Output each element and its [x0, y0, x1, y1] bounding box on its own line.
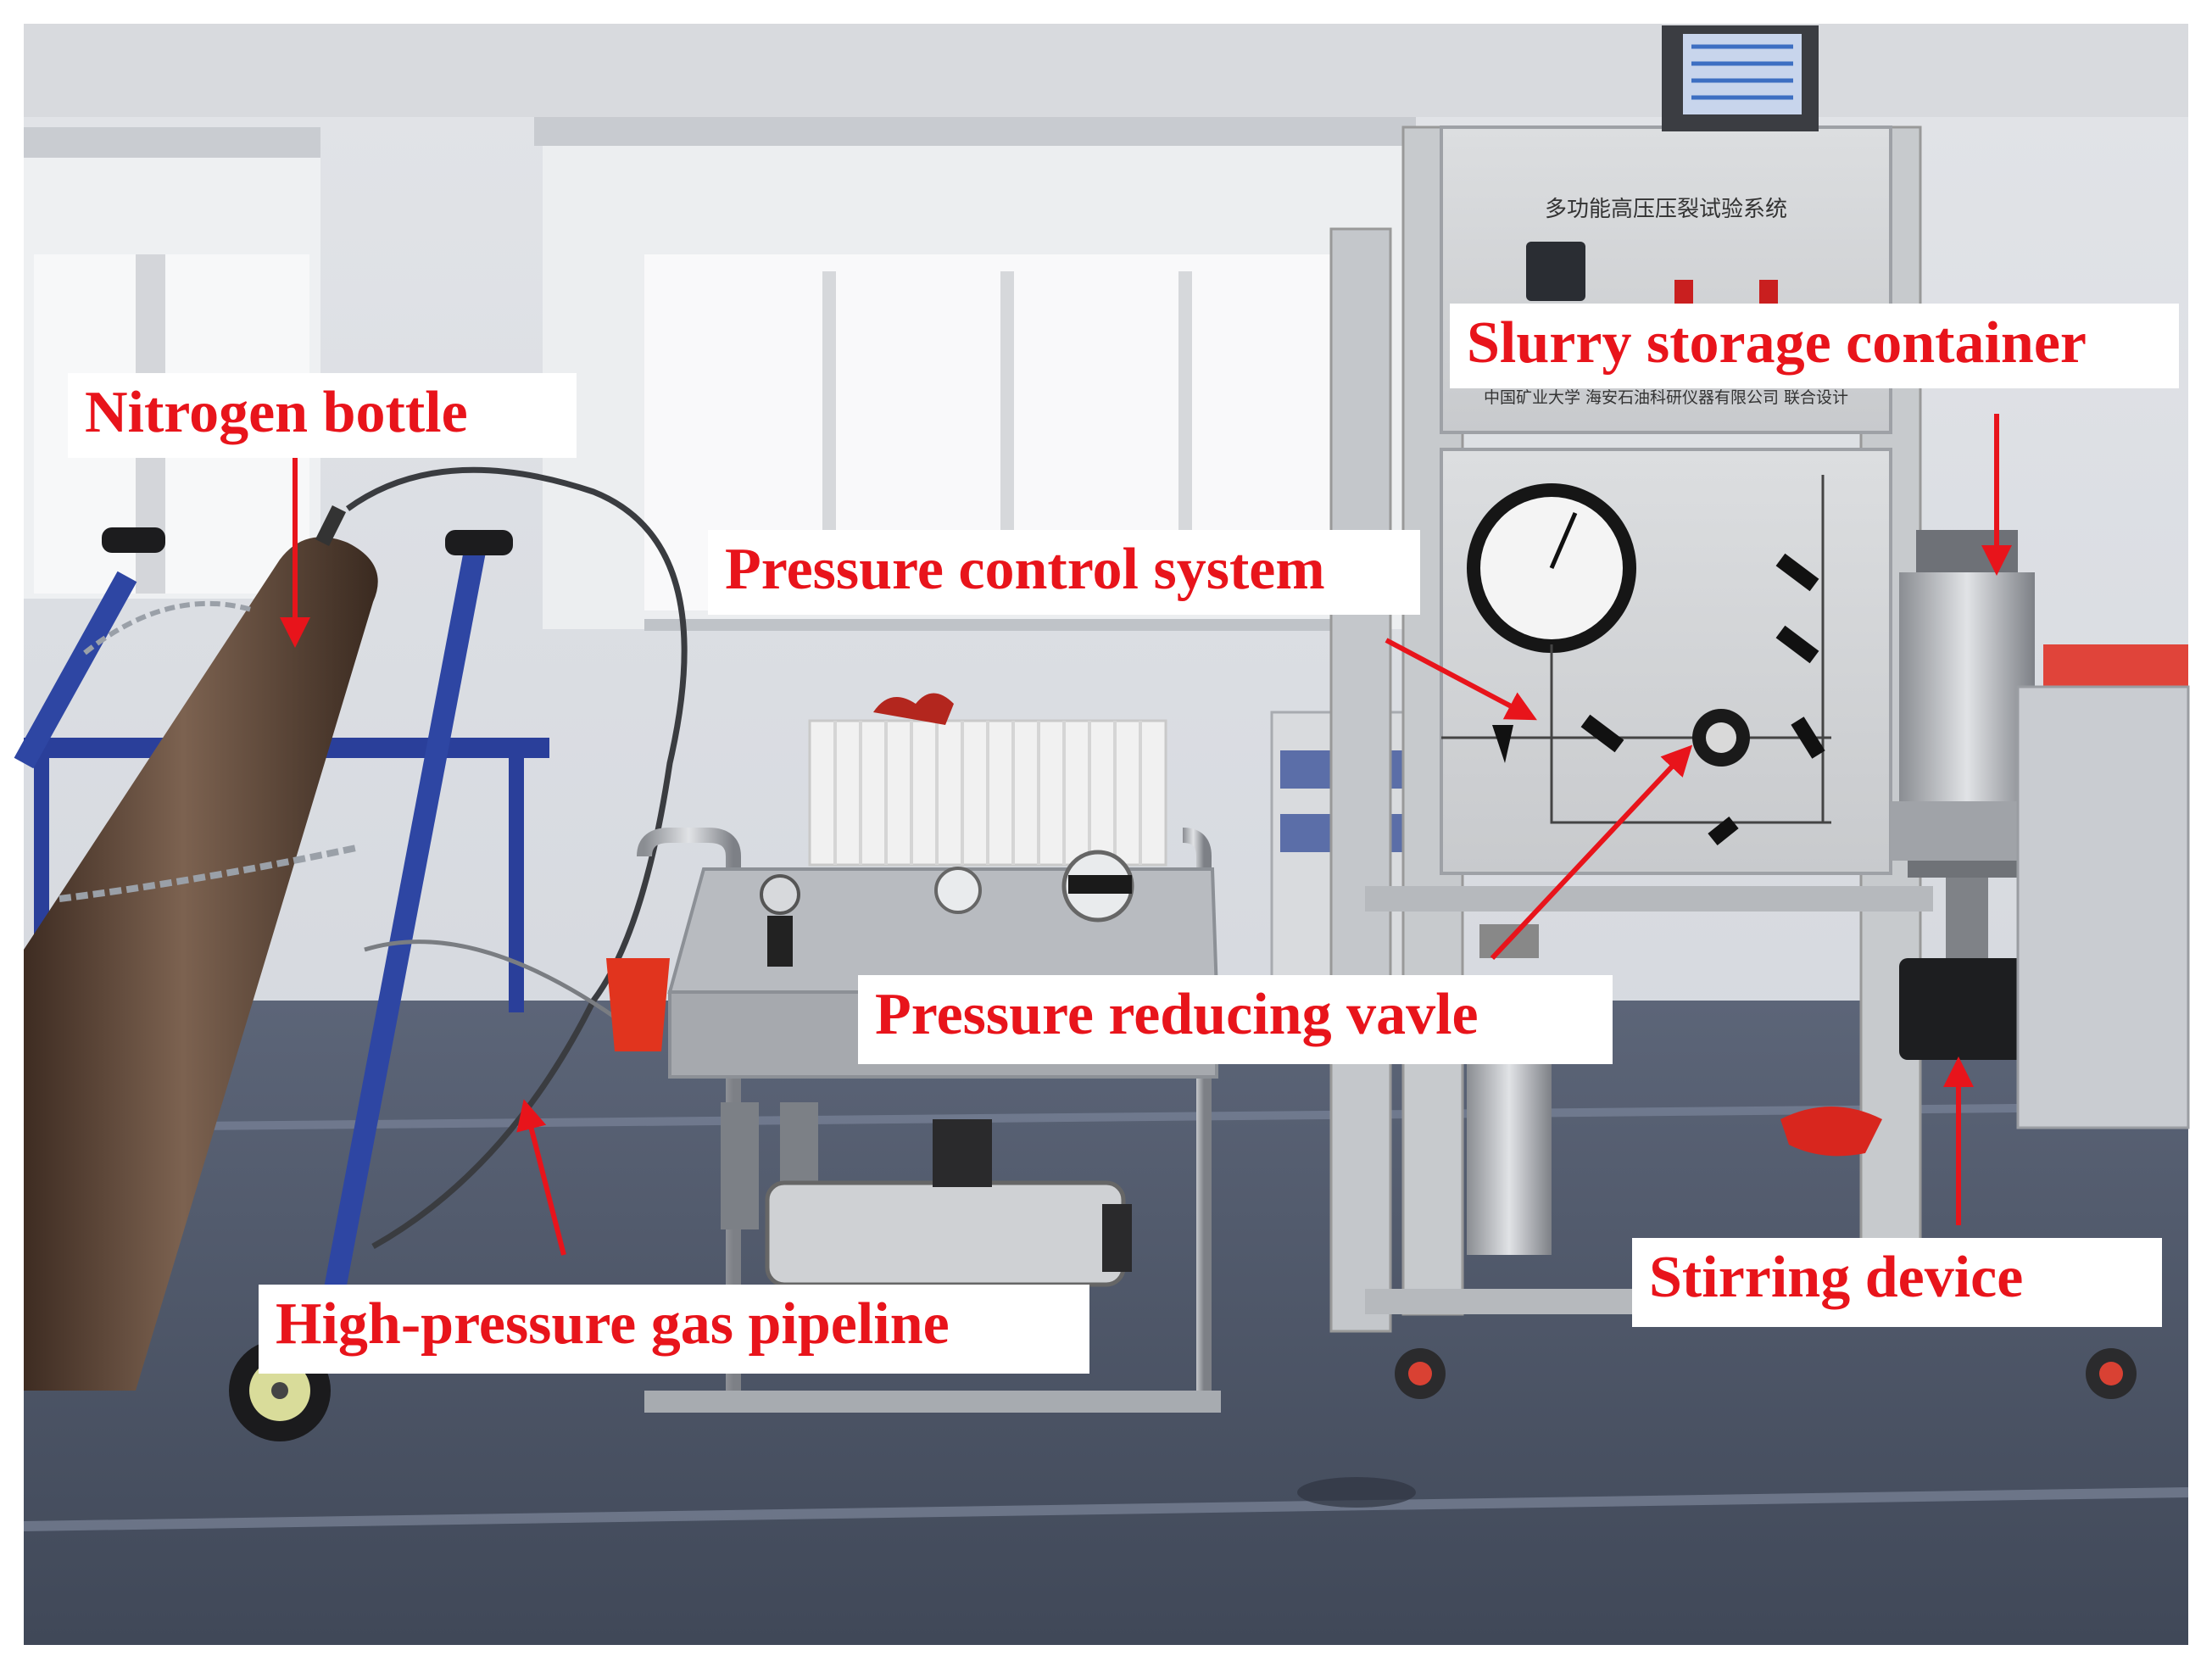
annotation-arrows [280, 414, 2012, 1256]
red-bucket [606, 958, 670, 1051]
gas-pipeline-arrow [516, 1099, 566, 1256]
nitrogen-bottle [24, 505, 378, 1391]
radiator [808, 693, 1167, 867]
nitrogen-bottle-label: Nitrogen bottle [68, 373, 577, 458]
pressure-reducing-valve-arrow [1490, 744, 1693, 961]
left-window [24, 127, 320, 599]
panel-title: 多功能高压压裂试验系统 [1545, 197, 1787, 222]
control-panel-details [1441, 242, 1831, 846]
stirring-device-label: Stirring device [1632, 1238, 2162, 1327]
high-pressure-gas-pipeline-label: High-pressure gas pipeline [259, 1285, 1089, 1374]
pressure-control-system-label: Pressure control system [708, 530, 1420, 615]
panel-credits: 中国矿业大学 海安石油科研仪器有限公司 联合设计 [1484, 388, 1848, 407]
right-bench [1780, 644, 2190, 1157]
pressure-reducing-valve-label: Pressure reducing vavle [858, 975, 1613, 1064]
pressure-control-arrow [1385, 638, 1537, 721]
slurry-storage-container-label: Slurry storage container [1450, 304, 2179, 388]
